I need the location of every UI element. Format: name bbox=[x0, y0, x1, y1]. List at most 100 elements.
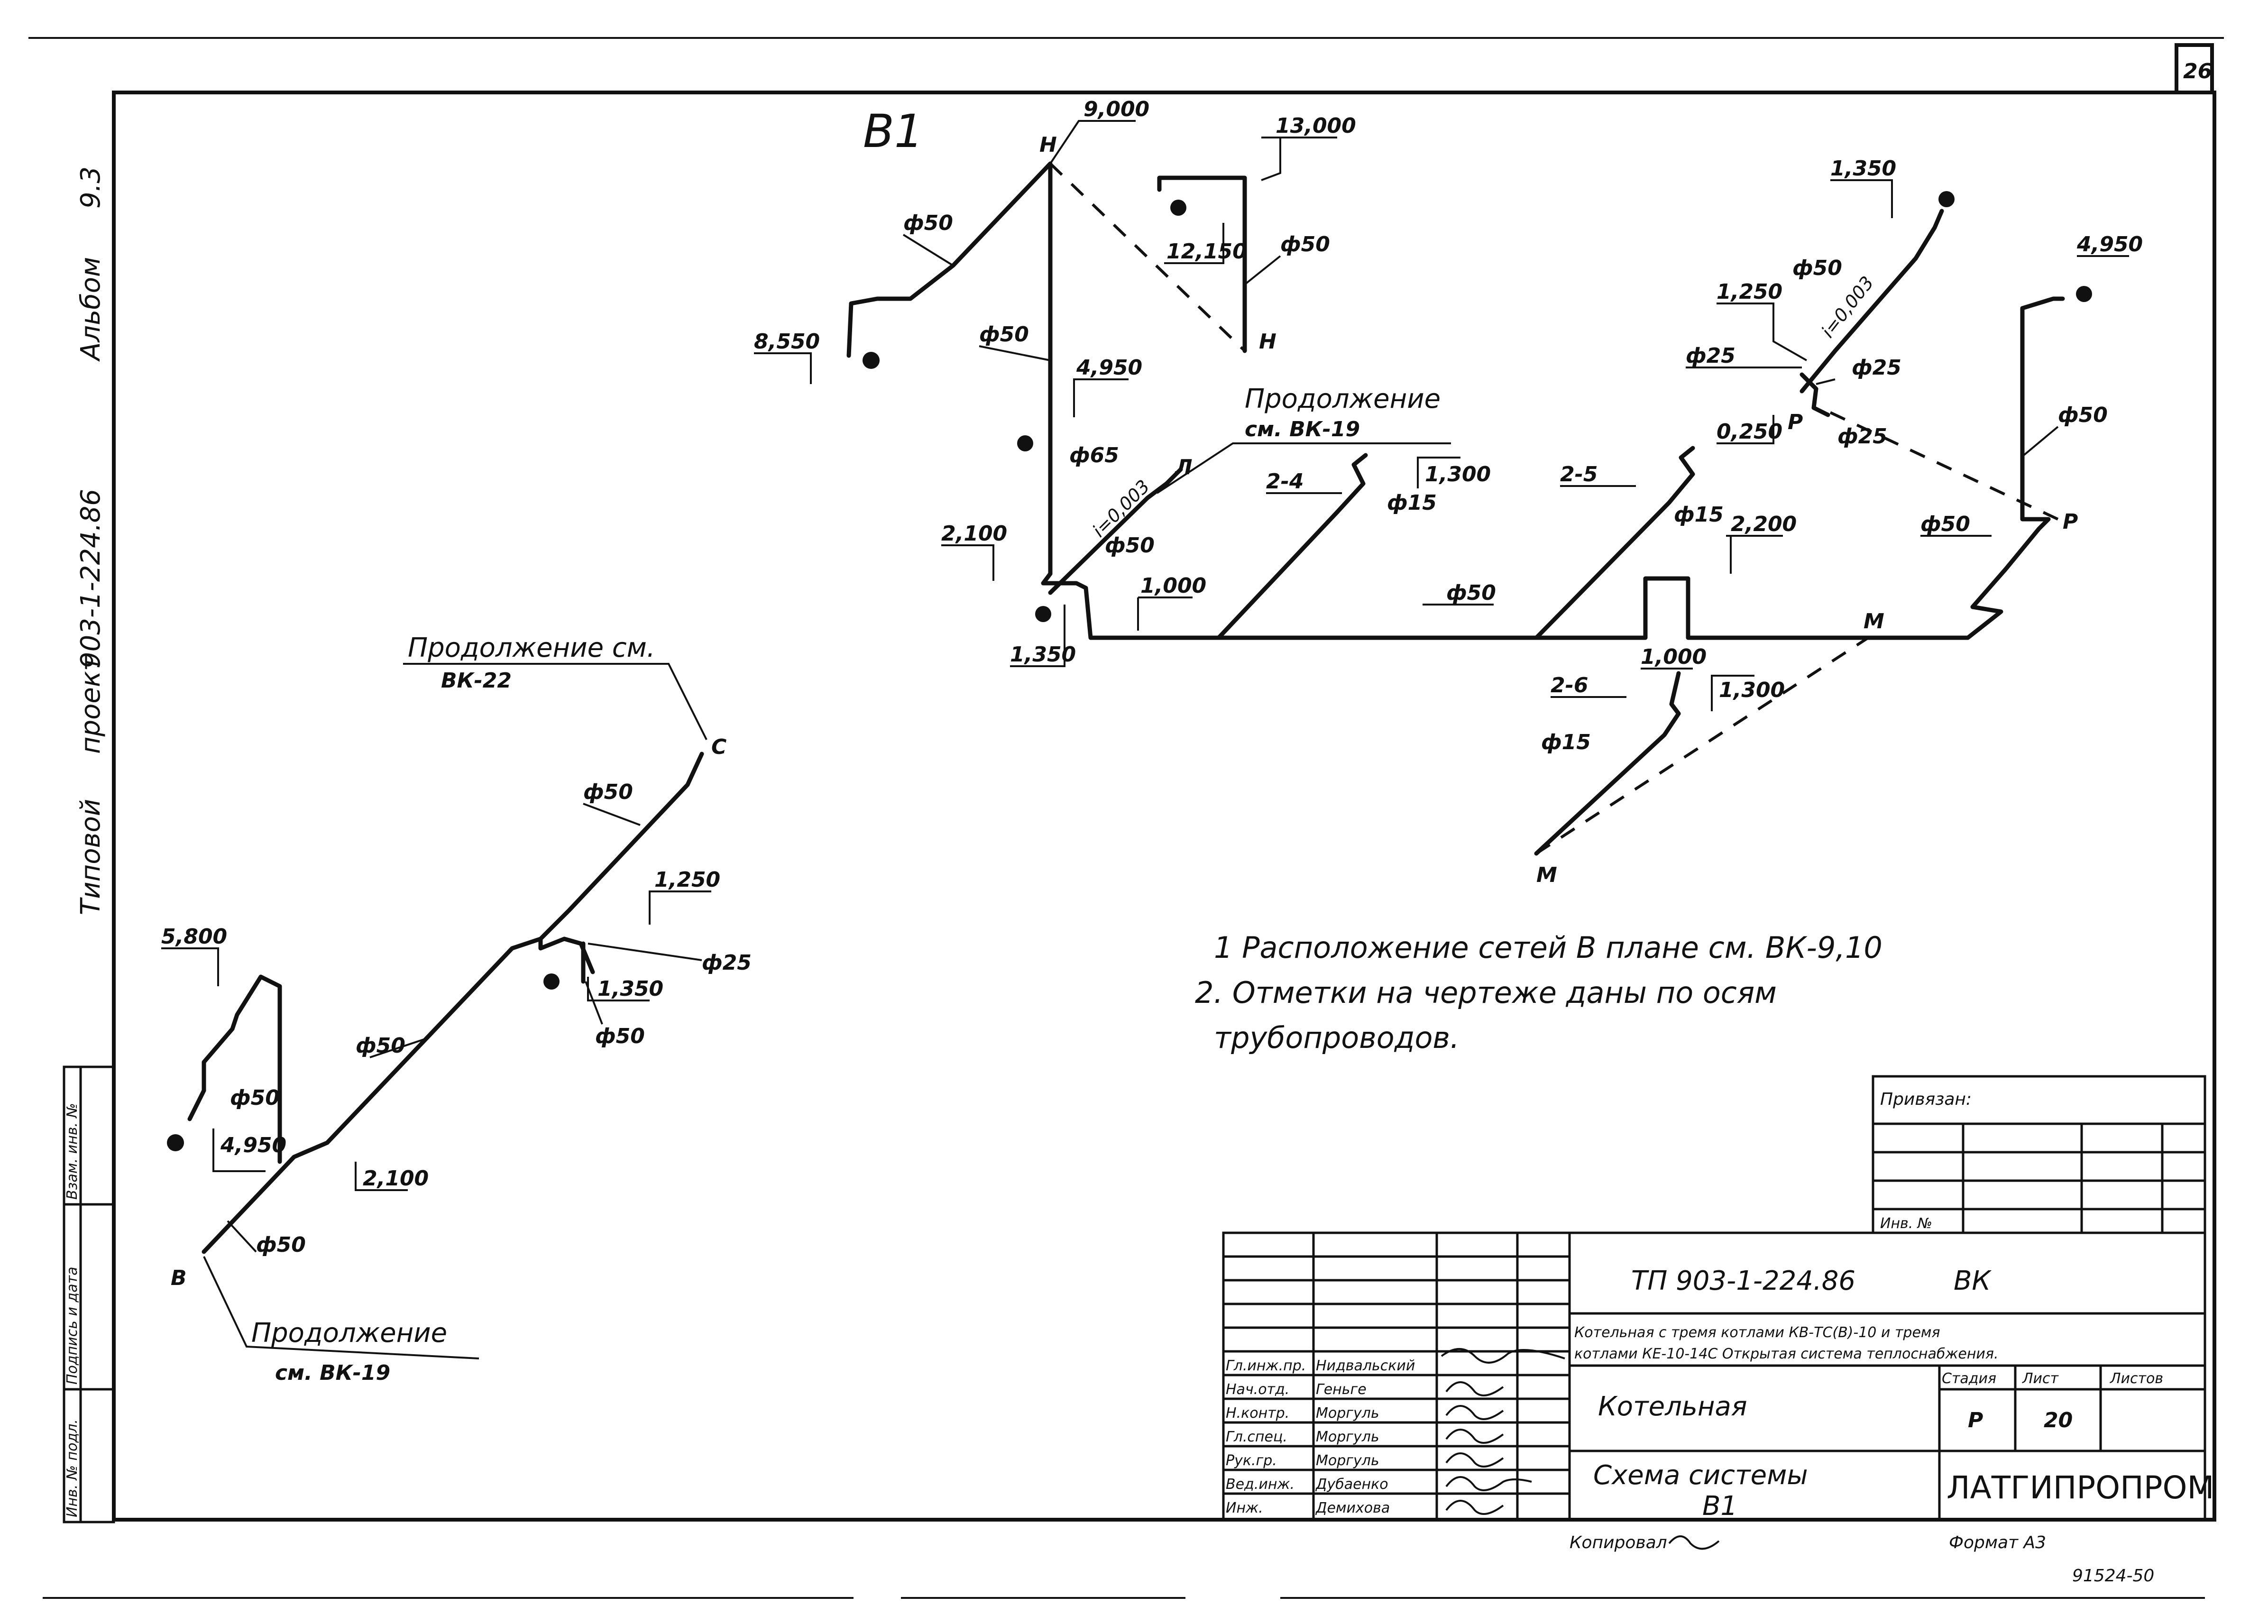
dia-d50-l: ф50 bbox=[1105, 533, 1155, 558]
margin-label-inv-podl: Инв. № подл. bbox=[64, 1419, 81, 1517]
point-m-end: М bbox=[1536, 863, 1557, 887]
dia-d50-main: ф50 bbox=[1446, 581, 1496, 605]
elev-1350-a: 1,350 bbox=[1010, 642, 1076, 667]
copied-by-signature bbox=[1668, 1535, 1720, 1550]
note-1: 1 Расположение сетей В плане см. ВК-9,10 bbox=[1214, 930, 1882, 965]
continuation-19-line1: Продолжение bbox=[1245, 384, 1441, 414]
privyazan-block: Привязан: Инв. № bbox=[1872, 1075, 2206, 1234]
bottom-code: 91524-50 bbox=[2072, 1566, 2154, 1586]
elev-1000-b: 1,000 bbox=[1641, 645, 1707, 669]
slope-a: i=0,003 bbox=[1088, 476, 1154, 541]
hydrant-icon bbox=[1035, 606, 1051, 622]
point-m-main: М bbox=[1864, 609, 1884, 633]
format-label: Формат А3 bbox=[1949, 1533, 2046, 1552]
elev-0250: 0,250 bbox=[1717, 420, 1782, 444]
continuation-22-line2: ВК-22 bbox=[441, 669, 512, 693]
object-name: Котельная bbox=[1598, 1391, 1747, 1422]
point-n-top: Н bbox=[1039, 133, 1057, 157]
hydrant-icon bbox=[543, 973, 560, 990]
elev-2100-a: 2,100 bbox=[941, 522, 1007, 546]
staff-role-0: Гл.инж.пр. bbox=[1226, 1358, 1306, 1374]
sheet-frame: 26 bbox=[28, 37, 2224, 1599]
privyazan-label: Привязан: bbox=[1880, 1090, 1972, 1109]
elev-2100-b: 2,100 bbox=[363, 1166, 429, 1191]
riser-r-group: Р Р 1,350 1,250 ф50 i=0,003 ф25 ф25 0,25… bbox=[1686, 156, 2143, 537]
sheet-value: 20 bbox=[2044, 1408, 2073, 1432]
lower-system-group: С В Продолжение см. ВК-22 Продолжение см… bbox=[161, 633, 752, 1385]
side-text-tipovoy: Типовой bbox=[75, 799, 106, 915]
point-r-right: Р bbox=[2063, 510, 2078, 534]
elev-9000: 9,000 bbox=[1083, 97, 1149, 121]
notes: 1 Расположение сетей В плане см. ВК-9,10… bbox=[1195, 930, 1882, 1055]
staff-role-6: Инж. bbox=[1226, 1500, 1263, 1516]
hydrant-icon bbox=[1170, 200, 1186, 216]
continuation-b-line2: см. ВК-19 bbox=[275, 1361, 390, 1385]
staff-role-1: Нач.отд. bbox=[1226, 1381, 1289, 1398]
dia-d50-n3: ф50 bbox=[979, 322, 1029, 347]
side-text-album-number: 9.3 bbox=[75, 166, 106, 209]
side-text-project-code: 903-1-224.86 bbox=[75, 489, 106, 669]
elev-1250-a: 1,250 bbox=[1717, 280, 1782, 304]
branch-2-5: 2-5 bbox=[1560, 462, 1598, 486]
point-v: В bbox=[171, 1266, 187, 1290]
object-description-1: Котельная с тремя котлами КВ-ТС(В)-10 и … bbox=[1574, 1324, 1940, 1341]
dia-d15-c: ф15 bbox=[1541, 730, 1591, 754]
elev-4950-b: 4,950 bbox=[2076, 232, 2143, 257]
staff-name-2: Моргуль bbox=[1316, 1405, 1379, 1422]
note-2: 2. Отметки на чертеже даны по осям bbox=[1195, 975, 1777, 1010]
hydrant-icon bbox=[167, 1134, 184, 1151]
branch-2-4: 2-4 bbox=[1266, 469, 1304, 494]
margin-label-vzam: Взам. инв. № bbox=[64, 1103, 81, 1200]
dia-d15-b: ф15 bbox=[1674, 503, 1724, 527]
dia-d25-a: ф25 bbox=[1686, 344, 1735, 368]
staff-name-0: Нидвальский bbox=[1316, 1358, 1415, 1374]
inv-no-label: Инв. № bbox=[1880, 1215, 1932, 1232]
point-s: С bbox=[711, 735, 726, 759]
drawing-name-2: В1 bbox=[1702, 1491, 1737, 1522]
margin-label-podpis: Подпись и дата bbox=[64, 1267, 81, 1385]
staff-name-1: Геньге bbox=[1316, 1381, 1367, 1398]
continuation-19-line2: см. ВК-19 bbox=[1245, 417, 1360, 441]
dia-d50-r1: ф50 bbox=[1792, 256, 1842, 280]
hydrant-icon bbox=[863, 352, 880, 369]
point-r-left: Р bbox=[1788, 410, 1803, 434]
dia-d50-r3: ф50 bbox=[1920, 512, 1970, 536]
dia-d25-b: ф25 bbox=[1852, 356, 1901, 380]
left-side-title: Типовой проект 903-1-224.86 Альбом 9.3 bbox=[75, 166, 106, 915]
elev-1250-b: 1,250 bbox=[654, 868, 720, 892]
dia-d50-lower4: ф50 bbox=[230, 1086, 280, 1110]
hydrant-icon bbox=[1938, 191, 1955, 207]
stage-label: Стадия bbox=[1942, 1370, 1996, 1387]
branch-2-6: 2-6 bbox=[1551, 673, 1589, 697]
staff-role-2: Н.контр. bbox=[1226, 1405, 1289, 1422]
left-margin-stamp: Инв. № подл. Подпись и дата Взам. инв. № bbox=[63, 1065, 115, 1523]
dia-d50-r2: ф50 bbox=[2058, 403, 2108, 427]
staff-role-5: Вед.инж. bbox=[1226, 1476, 1295, 1493]
staff-role-3: Гл.спец. bbox=[1226, 1429, 1287, 1445]
organization-name: ЛАТГИПРОПРОМ bbox=[1947, 1469, 2214, 1506]
dia-d50-n1: ф50 bbox=[903, 211, 953, 235]
elev-1350-c: 1,350 bbox=[597, 977, 663, 1001]
dia-d50-lower1: ф50 bbox=[583, 780, 633, 804]
elev-1300-b: 1,300 bbox=[1719, 678, 1785, 702]
object-description-2: котлами КЕ-10-14С Открытая система тепло… bbox=[1574, 1346, 1999, 1362]
staff-name-6: Демихова bbox=[1315, 1500, 1390, 1516]
signatures bbox=[1441, 1348, 1565, 1515]
hydrant-icon bbox=[1017, 435, 1033, 451]
dia-d50-n2: ф50 bbox=[1280, 232, 1330, 257]
elev-8550: 8,550 bbox=[754, 330, 820, 354]
dia-d15-a: ф15 bbox=[1387, 491, 1437, 515]
sheet-label: Лист bbox=[2022, 1370, 2059, 1387]
side-text-proekt: проект bbox=[75, 655, 106, 754]
sheets-label: Листов bbox=[2110, 1370, 2163, 1387]
staff-name-4: Моргуль bbox=[1316, 1452, 1379, 1469]
staff-name-5: Дубаенко bbox=[1315, 1476, 1388, 1493]
elev-4950-a: 4,950 bbox=[1076, 356, 1142, 380]
scheme-title: В1 bbox=[863, 105, 923, 158]
dia-d25-lower: ф25 bbox=[702, 951, 752, 975]
document-mark: ВК bbox=[1954, 1266, 1992, 1296]
dia-d50-lower3: ф50 bbox=[256, 1233, 306, 1257]
elev-1350-b: 1,350 bbox=[1830, 156, 1896, 181]
riser-n-group: Н Н 9,000 13,000 12,150 8,550 4,950 2,10… bbox=[754, 97, 1356, 667]
elev-13000: 13,000 bbox=[1276, 114, 1356, 138]
